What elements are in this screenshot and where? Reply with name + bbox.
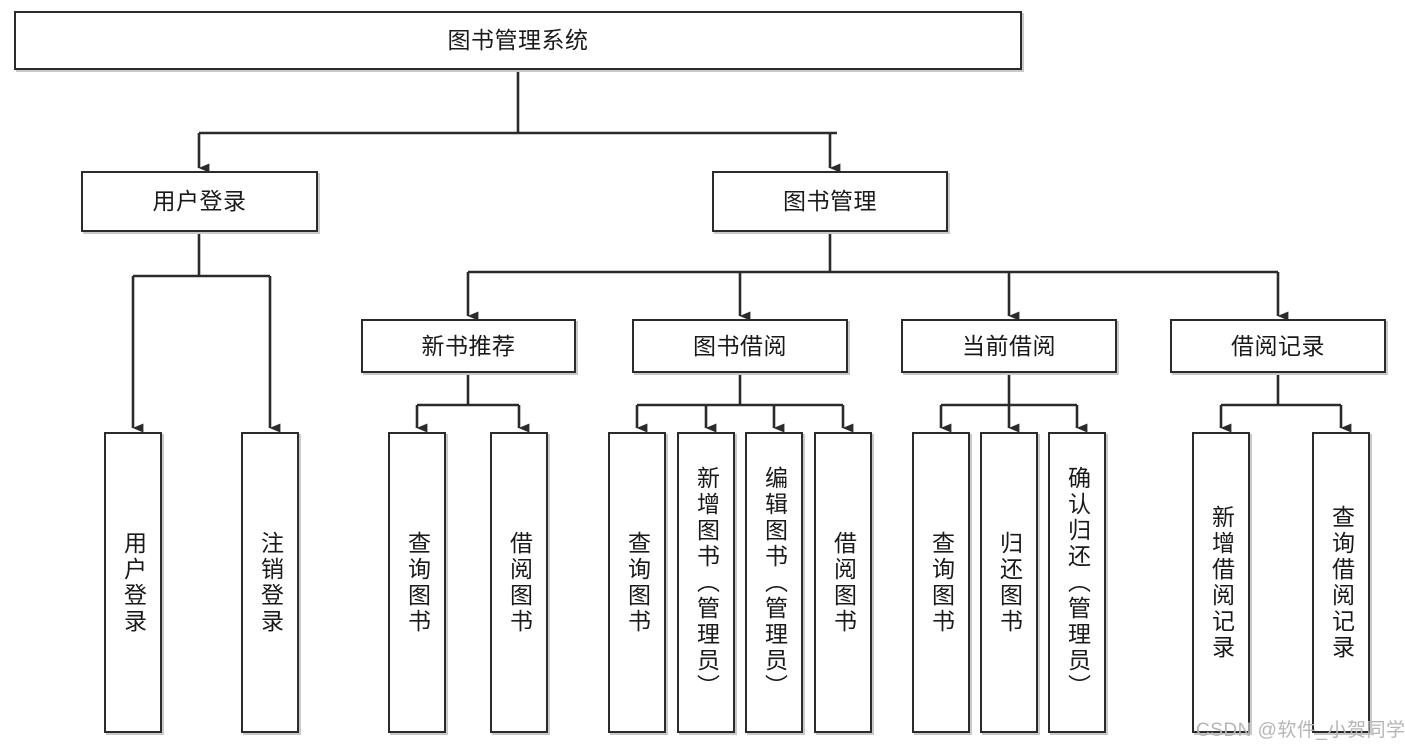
node-label: 编辑图书（管理员） <box>761 465 788 700</box>
node-leaf-return-book[interactable]: 归还图书 <box>980 432 1038 733</box>
node-leaf-borrow-book-recommend[interactable]: 借阅图书 <box>490 432 548 733</box>
node-new-book-recommend[interactable]: 新书推荐 <box>361 319 576 373</box>
node-label: 图书借阅 <box>693 332 787 359</box>
node-label: 用户登录 <box>152 188 247 215</box>
node-label: 查询图书 <box>404 530 431 635</box>
node-leaf-borrow-book[interactable]: 借阅图书 <box>814 432 872 733</box>
node-book-borrow[interactable]: 图书借阅 <box>632 319 848 373</box>
node-label: 确认归还（管理员） <box>1064 465 1091 700</box>
node-label: 当前借阅 <box>962 332 1056 359</box>
node-label: 借阅图书 <box>506 530 533 635</box>
node-leaf-add-book-admin[interactable]: 新增图书（管理员） <box>677 432 735 733</box>
node-label: 归还图书 <box>996 530 1023 635</box>
node-label: 用户登录 <box>120 530 147 635</box>
node-borrow-record[interactable]: 借阅记录 <box>1170 319 1386 373</box>
node-user-login[interactable]: 用户登录 <box>81 171 318 232</box>
node-label: 图书管理 <box>783 188 877 215</box>
node-leaf-user-login[interactable]: 用户登录 <box>104 432 162 733</box>
node-current-borrow[interactable]: 当前借阅 <box>901 319 1117 373</box>
node-leaf-query-book-borrow[interactable]: 查询图书 <box>608 432 666 733</box>
node-label: 查询图书 <box>928 530 955 635</box>
node-leaf-query-book-current[interactable]: 查询图书 <box>912 432 970 733</box>
node-root-book-management-system[interactable]: 图书管理系统 <box>14 11 1022 70</box>
node-leaf-query-book-recommend[interactable]: 查询图书 <box>388 432 446 733</box>
node-label: 图书管理系统 <box>447 27 589 54</box>
node-label: 新书推荐 <box>421 332 516 359</box>
node-label: 查询借阅记录 <box>1328 504 1355 661</box>
node-label: 借阅记录 <box>1231 332 1325 359</box>
node-label: 新增图书（管理员） <box>693 465 720 700</box>
node-label: 新增借阅记录 <box>1208 504 1235 661</box>
node-leaf-confirm-return-admin[interactable]: 确认归还（管理员） <box>1048 432 1106 733</box>
node-label: 查询图书 <box>624 530 651 635</box>
node-leaf-edit-book-admin[interactable]: 编辑图书（管理员） <box>745 432 803 733</box>
node-leaf-add-borrow-record[interactable]: 新增借阅记录 <box>1192 432 1250 733</box>
node-label: 借阅图书 <box>830 530 857 635</box>
node-leaf-logout[interactable]: 注销登录 <box>241 432 299 733</box>
node-label: 注销登录 <box>257 530 284 635</box>
node-leaf-query-borrow-record[interactable]: 查询借阅记录 <box>1312 432 1370 733</box>
node-book-management[interactable]: 图书管理 <box>712 171 948 232</box>
